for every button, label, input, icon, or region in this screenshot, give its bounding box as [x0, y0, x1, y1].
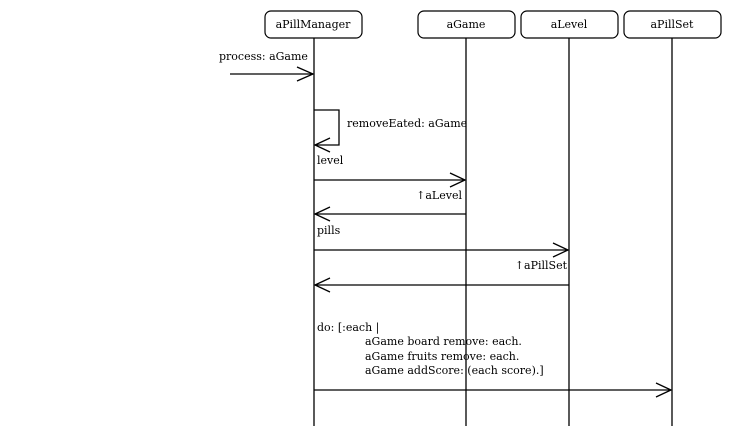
message-process: process: aGame	[219, 50, 315, 82]
message-label-line: aGame fruits remove: each.	[365, 350, 519, 363]
participant-label: aPillManager	[276, 18, 352, 31]
message-return-alevel: ↑aLevel	[313, 189, 466, 222]
message-do-each: do: [:each | aGame board remove: each. a…	[314, 321, 673, 398]
message-label: ↑aLevel	[416, 189, 462, 202]
message-return-apillset: ↑aPillSet	[313, 259, 569, 293]
participant-alevel: aLevel	[520, 10, 619, 39]
participant-apillmanager: aPillManager	[264, 10, 363, 39]
participant-label: aGame	[447, 18, 486, 31]
message-label: removeEated: aGame	[347, 117, 467, 130]
message-level: level	[314, 154, 467, 188]
participant-label: aPillSet	[651, 18, 695, 31]
participant-label: aLevel	[551, 18, 588, 31]
message-remove-eated: removeEated: aGame	[313, 109, 467, 153]
message-label: pills	[317, 224, 341, 237]
participant-agame: aGame	[417, 10, 516, 39]
message-pills: pills	[314, 224, 570, 258]
message-label: process: aGame	[219, 50, 308, 63]
message-label-line: do: [:each |	[317, 321, 379, 335]
message-label: ↑aPillSet	[515, 259, 568, 272]
message-label-line: aGame addScore: (each score).]	[365, 364, 544, 377]
message-label: level	[317, 154, 344, 167]
message-label-line: aGame board remove: each.	[365, 335, 522, 348]
participant-apillset: aPillSet	[623, 10, 722, 39]
